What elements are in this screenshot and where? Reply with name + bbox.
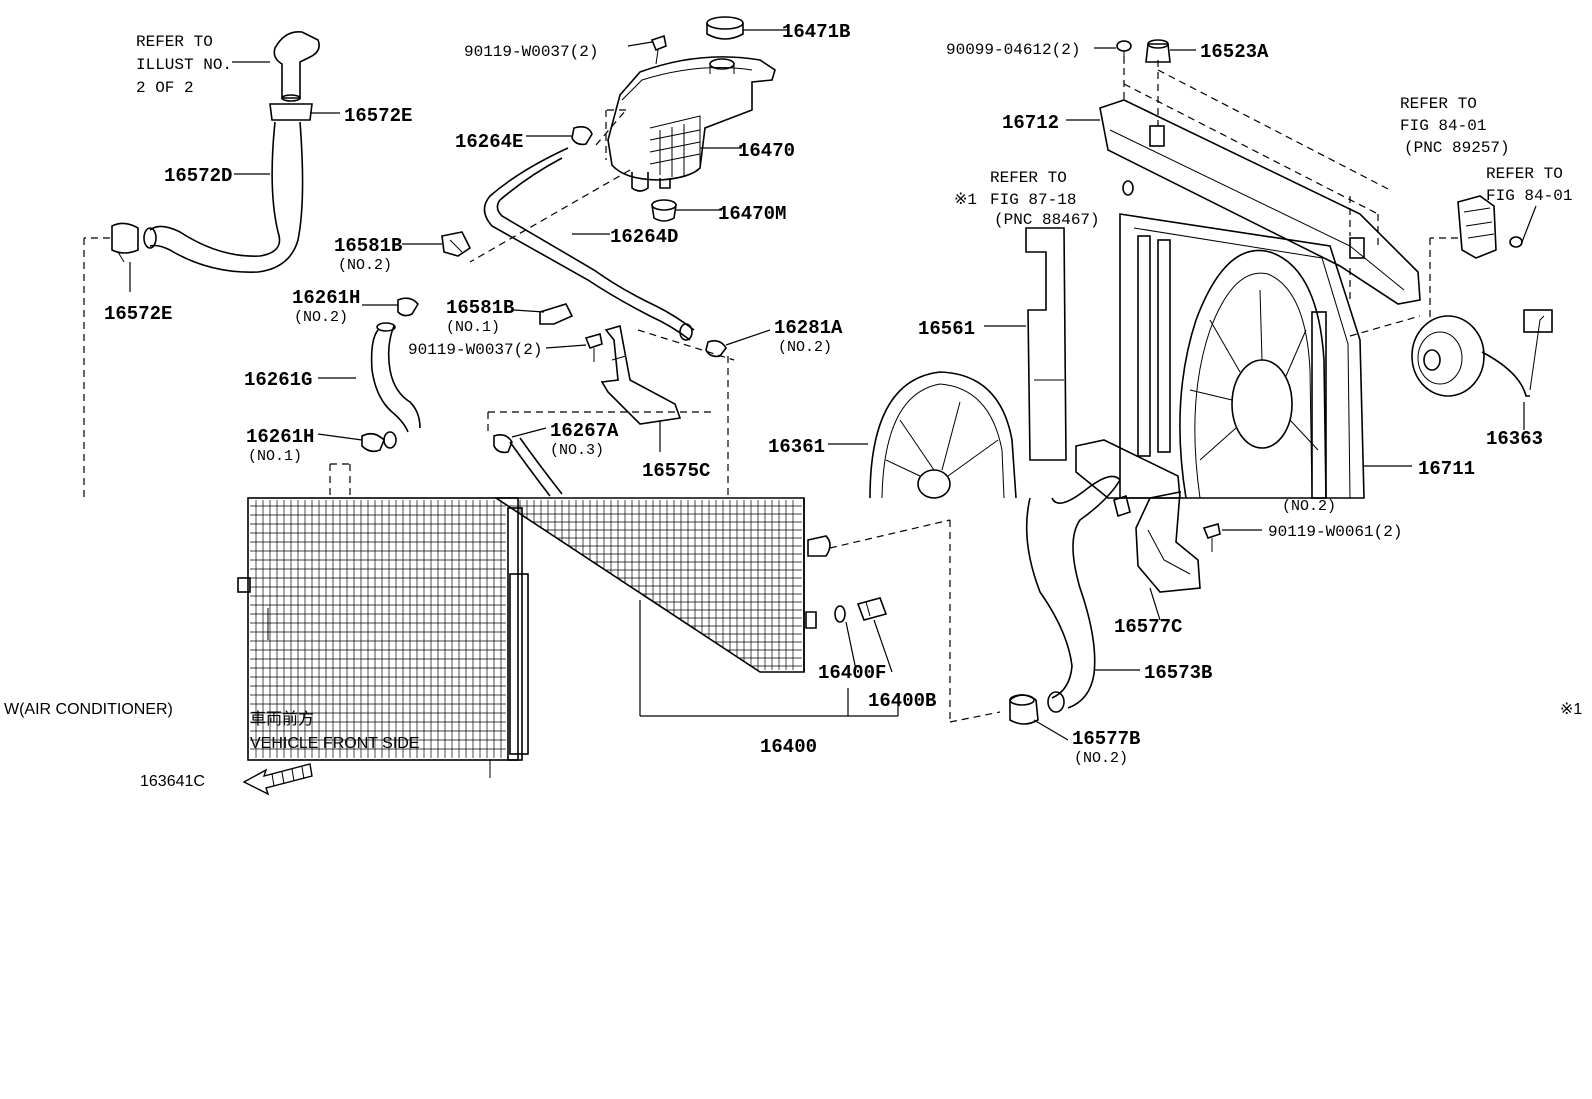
refer-fig8401b-line1: REFER TO xyxy=(1486,165,1563,183)
callout-16561: 16561 xyxy=(918,318,975,340)
refer-illust-line3: 2 OF 2 xyxy=(136,79,194,97)
bracket-16575C xyxy=(600,324,682,425)
callout-16471B: 16471B xyxy=(782,21,850,43)
sub-16261H-no1: (NO.1) xyxy=(248,448,302,465)
vehicle-front-arrow-icon xyxy=(242,763,313,796)
sub-16261H-no2: (NO.2) xyxy=(294,309,348,326)
callout-16577B: 16577B xyxy=(1072,728,1140,750)
refer-fig8401b-line2: FIG 84-01 xyxy=(1486,187,1572,205)
air-conditioner-note: W(AIR CONDITIONER) xyxy=(4,701,173,718)
bracket-16577C xyxy=(1113,491,1201,593)
fan-16361 xyxy=(869,371,1017,499)
refer-fig8401a-line1: REFER TO xyxy=(1400,95,1477,113)
callout-16400B: 16400B xyxy=(868,690,936,712)
callout-16572E-left: 16572E xyxy=(104,303,172,325)
front-side-en: VEHICLE FRONT SIDE xyxy=(250,735,420,752)
fan-motor-16363 xyxy=(1411,309,1553,397)
callout-16400F: 16400F xyxy=(818,662,886,684)
callout-16572D: 16572D xyxy=(164,165,232,187)
bolt-90119-W0061 xyxy=(1202,522,1221,552)
callout-16261H-no2: 16261H xyxy=(292,287,360,309)
fan-shroud-16711 xyxy=(1075,213,1365,499)
cushion-16523A xyxy=(1145,39,1171,63)
callout-163641C: 163641C xyxy=(140,773,205,790)
refer-illust-line2: ILLUST NO. xyxy=(136,56,232,74)
sub-16577B: (NO.2) xyxy=(1074,750,1128,767)
front-side-jp: 車両前方 xyxy=(250,710,314,728)
callout-90119-W0061: 90119-W0061(2) xyxy=(1268,523,1402,541)
callout-90099-04612: 90099-04612(2) xyxy=(946,41,1080,59)
refer-fig8401a-line2: FIG 84-01 xyxy=(1400,117,1486,135)
callout-16264E: 16264E xyxy=(455,131,523,153)
overflow-hose-16264D xyxy=(483,126,727,358)
callout-16581B-no1: 16581B xyxy=(446,297,514,319)
callout-16523A: 16523A xyxy=(1200,41,1269,63)
refer-fig8718-line3: (PNC 88467) xyxy=(994,211,1100,229)
lower-hose-16573B xyxy=(1009,475,1121,725)
callout-16363: 16363 xyxy=(1486,428,1543,450)
radiator-16400 xyxy=(493,497,888,673)
callout-16361: 16361 xyxy=(768,436,825,458)
refer-fig8718-mark: ※1 xyxy=(954,191,977,209)
clip-16581B-no1 xyxy=(539,303,574,325)
callout-16573B: 16573B xyxy=(1144,662,1212,684)
callout-16261G: 16261G xyxy=(244,369,312,391)
upper-support-16712 xyxy=(1099,99,1421,305)
refer-fig8718-line2: FIG 87-18 xyxy=(990,191,1076,209)
callout-16470: 16470 xyxy=(738,140,795,162)
sub-16281A: (NO.2) xyxy=(778,339,832,356)
refer-fig8718-line1: REFER TO xyxy=(990,169,1067,187)
callout-16572E-top: 16572E xyxy=(344,105,412,127)
reservoir-tank-16470 xyxy=(607,16,776,222)
callout-16261H-no1: 16261H xyxy=(246,426,314,448)
callout-16281A: 16281A xyxy=(774,317,843,339)
callout-16470M: 16470M xyxy=(718,203,786,225)
callout-16581B-no2: 16581B xyxy=(334,235,402,257)
bolt-90119-W0037-mid xyxy=(584,332,603,362)
callout-16575C: 16575C xyxy=(642,460,710,482)
refer-fig8401a-line3: (PNC 89257) xyxy=(1404,139,1510,157)
callout-90119-W0037-top: 90119-W0037(2) xyxy=(464,43,598,61)
upper-hose-assembly xyxy=(111,31,320,273)
callout-16577C: 16577C xyxy=(1114,616,1182,638)
sub-16267A: (NO.3) xyxy=(550,442,604,459)
bypass-hose-16261G xyxy=(361,297,421,453)
footnote-mark: ※1 xyxy=(1560,701,1582,718)
sub-fan-no2: (NO.2) xyxy=(1282,498,1336,515)
callout-16267A: 16267A xyxy=(550,420,619,442)
refer-illust-line1: REFER TO xyxy=(136,33,213,51)
seal-16561 xyxy=(1025,227,1067,461)
callout-16264D: 16264D xyxy=(610,226,678,248)
sub-16581B-no2: (NO.2) xyxy=(338,257,392,274)
condenser xyxy=(237,497,529,778)
callout-16400: 16400 xyxy=(760,736,817,758)
sub-16581B-no1: (NO.1) xyxy=(446,319,500,336)
fan-resistor xyxy=(1457,195,1523,259)
clip-16267A xyxy=(493,434,563,497)
callout-90119-W0037-mid: 90119-W0037(2) xyxy=(408,341,542,359)
bolt-90099-04612 xyxy=(1116,40,1132,64)
callout-16711: 16711 xyxy=(1418,458,1475,480)
clip-16581B-no2 xyxy=(441,231,472,257)
callout-16712: 16712 xyxy=(1002,112,1059,134)
